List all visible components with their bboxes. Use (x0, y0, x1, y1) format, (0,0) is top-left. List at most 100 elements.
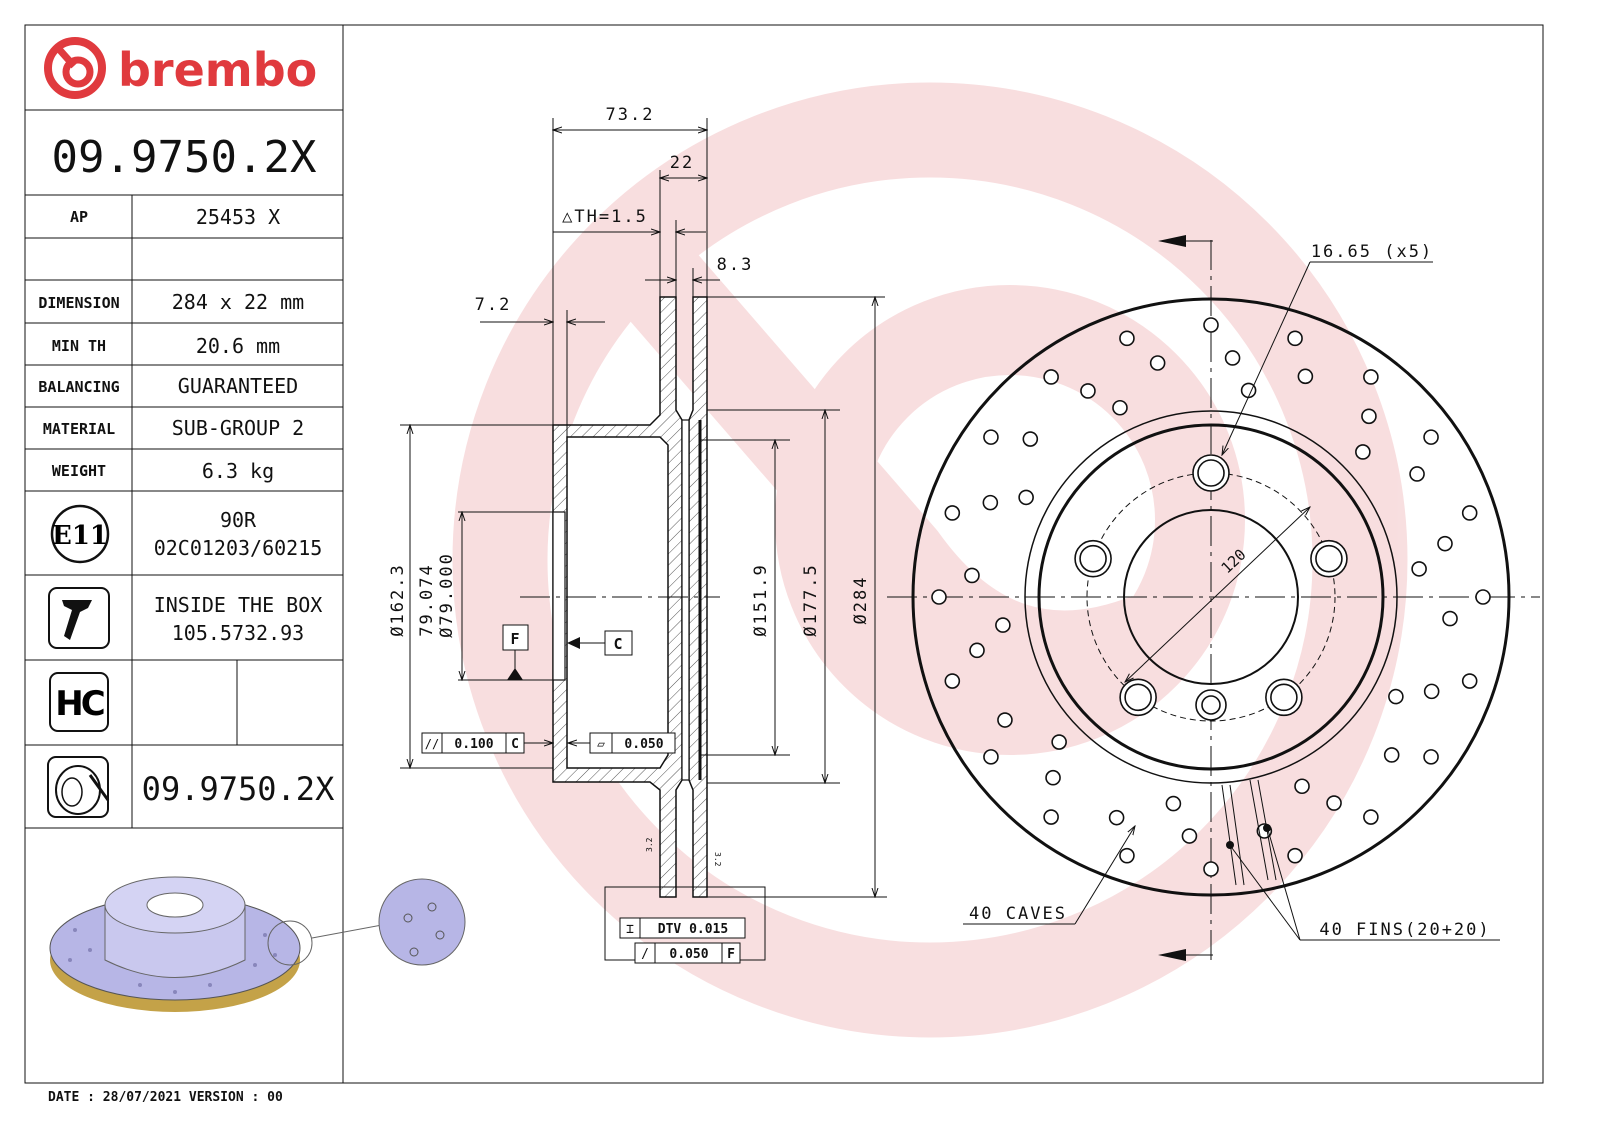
bolt-hole (1079, 544, 1107, 573)
drill-hole (1203, 317, 1219, 333)
inside-the-box: INSIDE THE BOX 105.5732.93 (48, 587, 323, 649)
drill-hole (982, 494, 999, 511)
front-view: 16.65 (x5) 120 40 CAVES 40 FINS(20+20) (911, 235, 1511, 961)
svg-text:73.2: 73.2 (606, 105, 655, 125)
drill-hole (944, 673, 961, 689)
drill-hole (1409, 466, 1425, 482)
svg-text:6.3 kg: 6.3 kg (202, 459, 274, 483)
drill-hole (1080, 383, 1096, 399)
svg-text:Ø284: Ø284 (851, 576, 871, 625)
svg-text:brembo: brembo (118, 43, 317, 97)
svg-text:Ø162.3: Ø162.3 (388, 563, 408, 636)
svg-text:3.2: 3.2 (713, 852, 722, 867)
drill-hole (1043, 369, 1059, 385)
svg-text:DTV 0.015: DTV 0.015 (658, 922, 728, 937)
title-block (25, 109, 343, 829)
drill-hole (964, 567, 980, 584)
drill-hole (969, 642, 985, 659)
drill-hole (1461, 505, 1478, 521)
drill-hole (1437, 535, 1453, 552)
svg-text:HC: HC (55, 684, 103, 724)
drill-hole (1022, 431, 1039, 447)
bolt-hole (1124, 683, 1152, 712)
svg-text:SUB-GROUP 2: SUB-GROUP 2 (172, 416, 304, 440)
svg-text:△TH=1.5: △TH=1.5 (562, 207, 648, 227)
svg-text:79.074: 79.074 (417, 563, 437, 636)
svg-text:0.100: 0.100 (454, 737, 493, 752)
drill-hole (983, 429, 999, 445)
drill-hole (1018, 489, 1034, 506)
drill-hole (1442, 610, 1458, 627)
svg-text:02C01203/60215: 02C01203/60215 (154, 536, 323, 560)
date-version: DATE : 28/07/2021 VERSION : 00 (48, 1090, 283, 1105)
svg-text:WEIGHT: WEIGHT (52, 462, 106, 480)
svg-text:Ø79.000: Ø79.000 (437, 552, 457, 638)
drill-hole (995, 617, 1011, 633)
drill-hole (1423, 429, 1439, 445)
drill-hole (1045, 769, 1061, 786)
drill-hole (1119, 330, 1135, 347)
side-section-view (520, 296, 1540, 898)
drill-hole (1423, 683, 1440, 700)
svg-text:GUARANTEED: GUARANTEED (178, 374, 298, 398)
svg-text:⌶: ⌶ (626, 922, 634, 937)
bolt-holes (1074, 454, 1348, 717)
bolt-hole (1315, 544, 1343, 573)
spec-rows: AP 25453 X DIMENSION 284 x 22 mm MIN TH … (38, 205, 304, 483)
svg-text:0.050: 0.050 (624, 737, 663, 752)
bolt-hole (1270, 683, 1298, 712)
svg-text:16.65 (x5): 16.65 (x5) (1311, 242, 1433, 262)
drill-hole (1112, 399, 1128, 416)
drill-hole (1149, 355, 1166, 371)
drill-hole (931, 589, 947, 605)
flatness-tolerance: ▱ 0.050 (568, 732, 676, 754)
svg-text:F: F (510, 630, 519, 648)
drill-hole (997, 712, 1013, 728)
brembo-watermark (452, 82, 1408, 1038)
svg-text:25453 X: 25453 X (196, 205, 280, 229)
svg-text:/: / (641, 947, 649, 962)
drill-hole (1423, 749, 1439, 765)
svg-text:DIMENSION: DIMENSION (38, 294, 119, 312)
drill-hole (1361, 408, 1377, 425)
drill-hole (944, 505, 961, 521)
svg-text:C: C (511, 737, 519, 752)
drill-hole (1224, 350, 1241, 366)
drawing-frame (24, 24, 1544, 1084)
parallelism-tolerance: // 0.100 C (421, 732, 553, 754)
brembo-logo: brembo (44, 37, 317, 99)
drill-hole (1326, 795, 1342, 811)
drill-hole (1355, 444, 1371, 460)
drill-hole (1363, 809, 1379, 825)
drill-hole (1287, 330, 1303, 347)
svg-text:▱: ▱ (597, 737, 605, 752)
svg-text:0.050: 0.050 (669, 947, 708, 962)
drill-hole (1119, 847, 1135, 864)
drill-hole (1165, 795, 1182, 812)
drill-hole (1294, 778, 1310, 795)
svg-text:284 x 22 mm: 284 x 22 mm (172, 290, 304, 314)
drill-hole (1203, 861, 1219, 877)
svg-text:40 CAVES: 40 CAVES (969, 904, 1067, 924)
svg-text:INSIDE THE BOX: INSIDE THE BOX (154, 593, 323, 617)
svg-text:7.2: 7.2 (475, 295, 512, 315)
drill-hole (983, 749, 999, 765)
svg-text://: // (425, 737, 439, 751)
dtv-runout-tolerance: ⌶ DTV 0.015 / 0.050 F (604, 886, 887, 964)
svg-text:AP: AP (70, 208, 88, 226)
svg-text:3.2: 3.2 (645, 837, 654, 852)
svg-text:BALANCING: BALANCING (38, 378, 119, 396)
drill-hole (1043, 809, 1059, 825)
drill-hole (1297, 368, 1314, 385)
svg-text:Ø151.9: Ø151.9 (751, 563, 771, 636)
side-dimensions: 73.2 22 △TH=1.5 8.3 7.2 Ø162.3 79.074 Ø7… (388, 105, 887, 964)
svg-text:20.6 mm: 20.6 mm (196, 334, 280, 358)
svg-text:40 FINS(20+20): 40 FINS(20+20) (1319, 920, 1490, 940)
svg-text:C: C (613, 635, 622, 653)
drill-hole (1181, 828, 1198, 844)
svg-text:105.5732.93: 105.5732.93 (172, 621, 304, 645)
drill-hole (1051, 734, 1067, 750)
svg-text:90R: 90R (220, 508, 257, 532)
disc-3d-render (49, 876, 466, 1012)
drill-hole (1388, 688, 1404, 705)
